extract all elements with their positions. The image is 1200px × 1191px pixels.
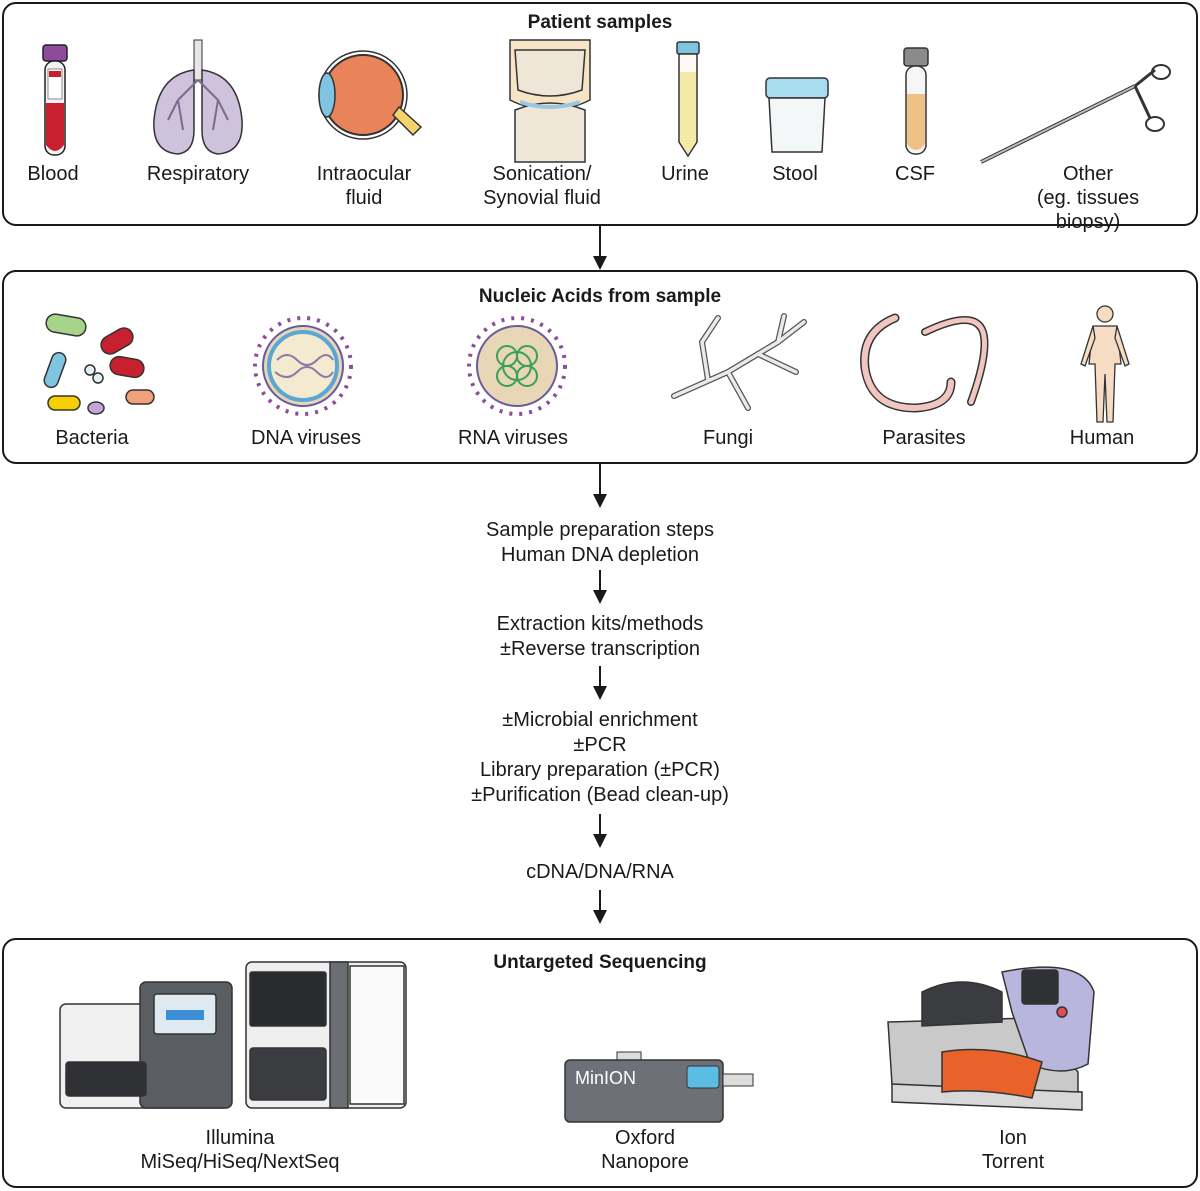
sample-label-intraocular: Intraocular fluid xyxy=(316,163,412,209)
organism-label-bacteria: Bacteria xyxy=(55,427,129,449)
csf-tube-icon xyxy=(903,47,929,155)
biopsy-forceps-icon xyxy=(980,64,1171,164)
step-line: Library preparation (±PCR) xyxy=(480,759,720,781)
eye-icon xyxy=(318,50,423,140)
knee-joint-icon xyxy=(509,39,591,163)
organism-label-parasites: Parasites xyxy=(882,427,966,449)
flow-arrow xyxy=(593,890,607,924)
sequencer-label-illumina: Illumina MiSeq/HiSeq/NextSeq xyxy=(140,1127,340,1173)
minion-label-text: MinION xyxy=(575,1068,636,1088)
fungi-icon xyxy=(671,313,807,411)
ion-torrent-icon xyxy=(887,966,1095,1111)
step-line: ±Reverse transcription xyxy=(500,638,700,660)
step-line: ±Microbial enrichment xyxy=(502,709,698,731)
step-line: Extraction kits/methods xyxy=(496,613,704,635)
sample-label-stool: Stool xyxy=(772,163,818,185)
flow-arrow xyxy=(593,570,607,604)
blood-tube-icon xyxy=(42,44,68,156)
sample-label-blood: Blood xyxy=(27,163,79,185)
lungs-icon xyxy=(153,39,243,155)
panel-title: Patient samples xyxy=(527,12,673,33)
sequencer-label-nanopore: Oxford Nanopore xyxy=(601,1127,689,1173)
flow-arrow xyxy=(593,814,607,848)
sample-label-respiratory: Respiratory xyxy=(146,163,250,185)
sample-label-synovial: Sonication/ Synovial fluid xyxy=(483,163,601,209)
step-line: ±Purification (Bead clean-up) xyxy=(471,784,729,806)
flow-arrow xyxy=(593,666,607,700)
sample-label-other: Other (eg. tissues biopsy) xyxy=(1036,163,1140,233)
organism-label-human: Human xyxy=(1069,427,1135,449)
organism-label-fungi: Fungi xyxy=(702,427,754,449)
panel-title: Untargeted Sequencing xyxy=(493,952,707,973)
human-figure-icon xyxy=(1080,305,1130,423)
sample-label-urine: Urine xyxy=(661,163,709,185)
step-line: Sample preparation steps xyxy=(486,519,714,541)
flow-arrow xyxy=(593,226,607,270)
organism-label-dna-viruses: DNA viruses xyxy=(250,427,362,449)
workflow-step-nucleic-acid: cDNA/DNA/RNA xyxy=(400,860,800,885)
flow-arrow xyxy=(593,464,607,508)
step-line: cDNA/DNA/RNA xyxy=(526,861,674,883)
rna-virus-icon xyxy=(467,316,567,416)
sample-label-csf: CSF xyxy=(895,163,935,185)
bacteria-icon xyxy=(43,313,155,415)
stool-cup-icon xyxy=(765,77,829,153)
workflow-step-extraction: Extraction kits/methods ±Reverse transcr… xyxy=(400,612,800,662)
step-line: ±PCR xyxy=(573,734,627,756)
workflow-step-sample-prep: Sample preparation steps Human DNA deple… xyxy=(400,518,800,568)
minion-device-icon: MinION xyxy=(564,1051,754,1123)
organism-label-rna-viruses: RNA viruses xyxy=(457,427,569,449)
nucleic-acids-panel: Nucleic Acids from sample xyxy=(2,270,1198,464)
urine-tube-icon xyxy=(676,41,700,158)
sequencer-label-ion-torrent: Ion Torrent xyxy=(981,1127,1045,1173)
panel-title: Nucleic Acids from sample xyxy=(478,286,722,307)
dna-virus-icon xyxy=(253,316,353,416)
illumina-sequencers-icon xyxy=(59,961,407,1109)
workflow-step-library-prep: ±Microbial enrichment ±PCR Library prepa… xyxy=(400,708,800,808)
step-line: Human DNA depletion xyxy=(501,544,699,566)
parasite-worm-icon xyxy=(860,313,989,413)
